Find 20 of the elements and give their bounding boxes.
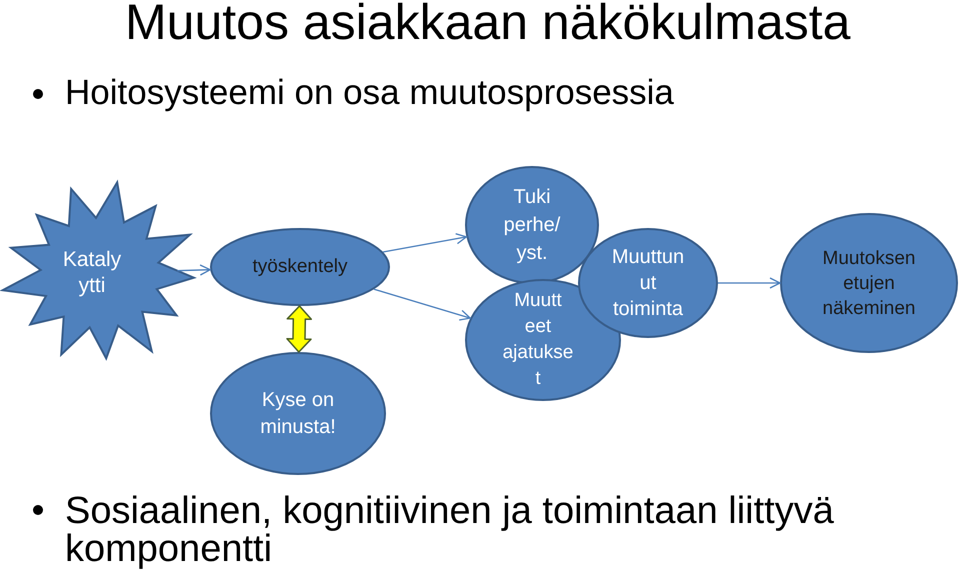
oval-node (210, 228, 390, 306)
arrow (718, 277, 781, 289)
bullet-text: Hoitosysteemi on osa muutosprosessia (65, 73, 674, 113)
node-label: Tuki perhe/ yst. (502, 185, 562, 266)
node-label: Muutoksen etujen näkeminen (822, 246, 916, 320)
oval-node (465, 166, 599, 284)
node-label: Muutt eet ajatukse t (502, 289, 574, 391)
arrow (177, 264, 211, 276)
arrow (374, 288, 471, 321)
node-label: Muuttun ut toiminta (610, 245, 686, 322)
node-label: työskentely (251, 255, 349, 279)
oval-node (780, 213, 958, 353)
node-label: Kataly ytti (62, 247, 122, 299)
slide-title: Muutos asiakkaan näkökulmasta (125, 0, 850, 44)
bullet-text: Sosiaalinen, kognitiivinen ja toimintaan liittyvä komponentti (65, 492, 835, 568)
oval-node (578, 228, 718, 338)
oval-node (210, 352, 386, 475)
double-arrow (286, 305, 312, 353)
arrow (382, 233, 468, 253)
node-label: Kyse on minusta! (259, 388, 337, 440)
